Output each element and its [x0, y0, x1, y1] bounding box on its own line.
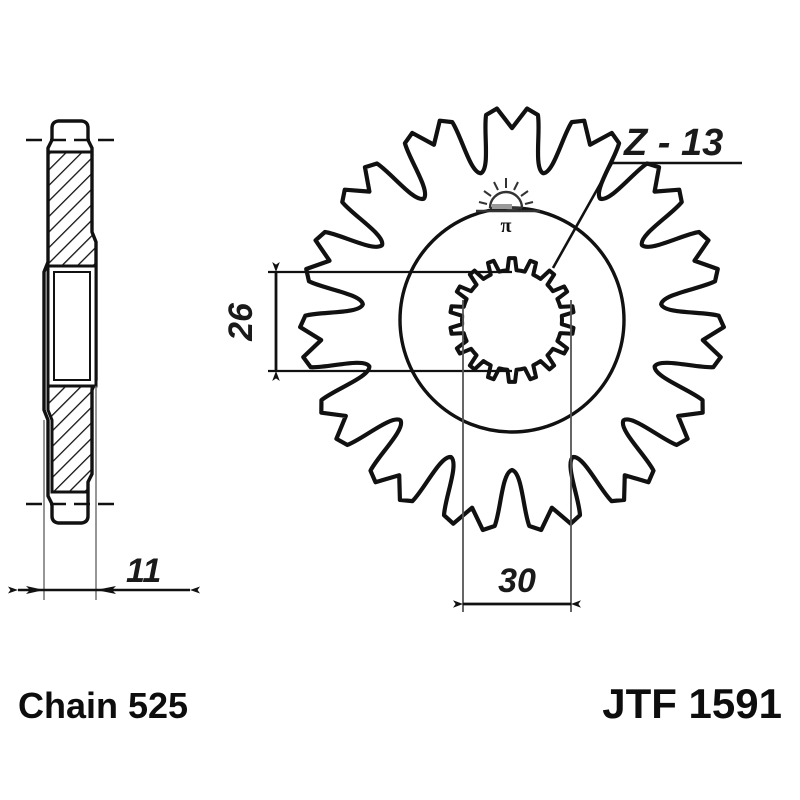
thickness-arrow-left	[26, 586, 44, 594]
spline-profile	[448, 256, 576, 384]
side-view-hatch-upper	[48, 152, 96, 266]
side-view-hatch-lower	[48, 386, 92, 492]
part-number: JTF 1591	[602, 680, 782, 727]
teeth-callout-value: Z - 13	[623, 122, 723, 164]
side-view-hub-band-inner	[53, 271, 91, 381]
footer: Chain 525 JTF 1591	[18, 680, 782, 727]
front-view: π Z - 13 26 30	[222, 106, 742, 612]
dimension-thickness: 11	[8, 552, 200, 594]
sunrise-symbol: π	[476, 178, 540, 237]
thickness-arrow-right	[96, 586, 116, 594]
chain-label: Chain 525	[18, 685, 188, 726]
teeth-callout-leader	[551, 162, 614, 269]
side-section-view	[26, 119, 114, 600]
width-value: 30	[498, 562, 536, 600]
height-value: 26	[222, 302, 260, 342]
sunrise-symbol-glyph: π	[501, 215, 512, 237]
side-view-hatch-upper-outline	[46, 150, 98, 268]
side-view-hatch-lower-outline	[46, 384, 94, 494]
thickness-value: 11	[126, 552, 161, 590]
